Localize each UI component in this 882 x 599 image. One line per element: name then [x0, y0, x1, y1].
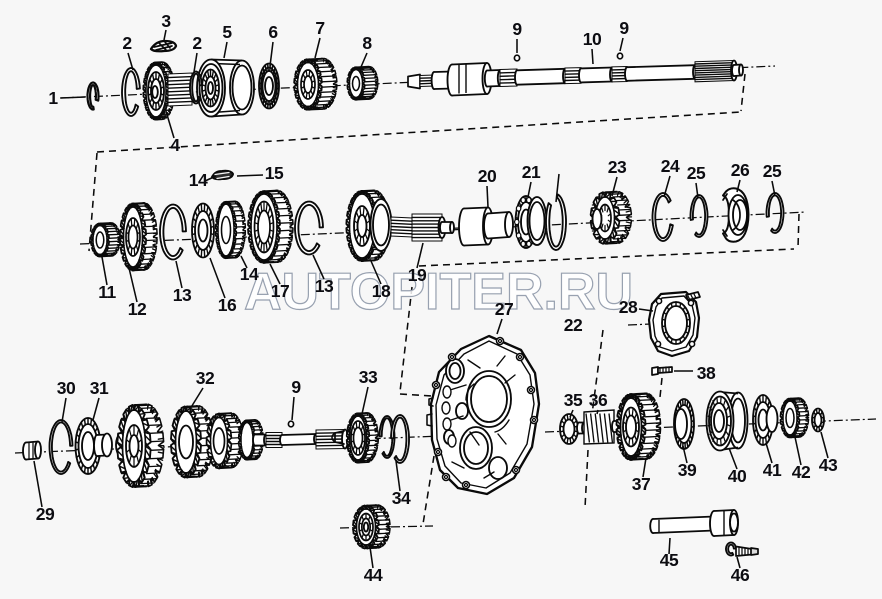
svg-text:4: 4 — [170, 135, 180, 155]
svg-text:28: 28 — [619, 297, 638, 317]
svg-text:42: 42 — [792, 462, 811, 482]
svg-text:16: 16 — [218, 295, 237, 315]
svg-text:27: 27 — [495, 299, 513, 319]
svg-text:23: 23 — [608, 157, 627, 177]
svg-text:3: 3 — [161, 11, 171, 31]
svg-text:29: 29 — [36, 504, 55, 524]
svg-text:37: 37 — [632, 474, 650, 494]
svg-text:38: 38 — [697, 363, 716, 383]
svg-text:14: 14 — [240, 264, 259, 284]
svg-text:9: 9 — [619, 18, 629, 38]
svg-text:34: 34 — [392, 488, 411, 508]
svg-text:22: 22 — [564, 315, 583, 335]
svg-text:20: 20 — [478, 166, 497, 186]
svg-text:25: 25 — [687, 163, 706, 183]
svg-text:10: 10 — [583, 29, 602, 49]
svg-text:43: 43 — [819, 455, 838, 475]
svg-text:11: 11 — [98, 282, 116, 302]
svg-text:1: 1 — [48, 88, 58, 108]
svg-text:33: 33 — [359, 367, 378, 387]
svg-text:5: 5 — [222, 22, 232, 42]
svg-text:31: 31 — [90, 378, 109, 398]
svg-text:8: 8 — [362, 33, 372, 53]
svg-text:AUTOPITER.RU: AUTOPITER.RU — [244, 263, 633, 321]
svg-text:21: 21 — [522, 162, 541, 182]
svg-text:40: 40 — [728, 466, 747, 486]
svg-text:13: 13 — [173, 285, 192, 305]
svg-text:39: 39 — [678, 460, 697, 480]
svg-text:13: 13 — [315, 276, 334, 296]
svg-text:14: 14 — [189, 170, 208, 190]
svg-text:32: 32 — [196, 368, 215, 388]
svg-text:36: 36 — [589, 390, 608, 410]
svg-text:45: 45 — [660, 550, 679, 570]
svg-text:12: 12 — [128, 299, 147, 319]
svg-text:9: 9 — [291, 377, 301, 397]
svg-text:41: 41 — [763, 460, 782, 480]
svg-text:46: 46 — [731, 565, 750, 585]
svg-text:24: 24 — [661, 156, 680, 176]
svg-text:44: 44 — [364, 565, 383, 585]
svg-text:15: 15 — [265, 163, 284, 183]
svg-text:2: 2 — [122, 33, 132, 53]
svg-text:2: 2 — [192, 33, 202, 53]
svg-text:9: 9 — [512, 19, 522, 39]
svg-text:17: 17 — [271, 281, 289, 301]
svg-text:7: 7 — [315, 18, 324, 38]
svg-text:35: 35 — [564, 390, 583, 410]
svg-text:19: 19 — [408, 265, 427, 285]
svg-text:25: 25 — [763, 161, 782, 181]
svg-text:18: 18 — [372, 281, 391, 301]
svg-text:6: 6 — [268, 22, 278, 42]
svg-text:30: 30 — [57, 378, 76, 398]
svg-text:26: 26 — [731, 160, 750, 180]
